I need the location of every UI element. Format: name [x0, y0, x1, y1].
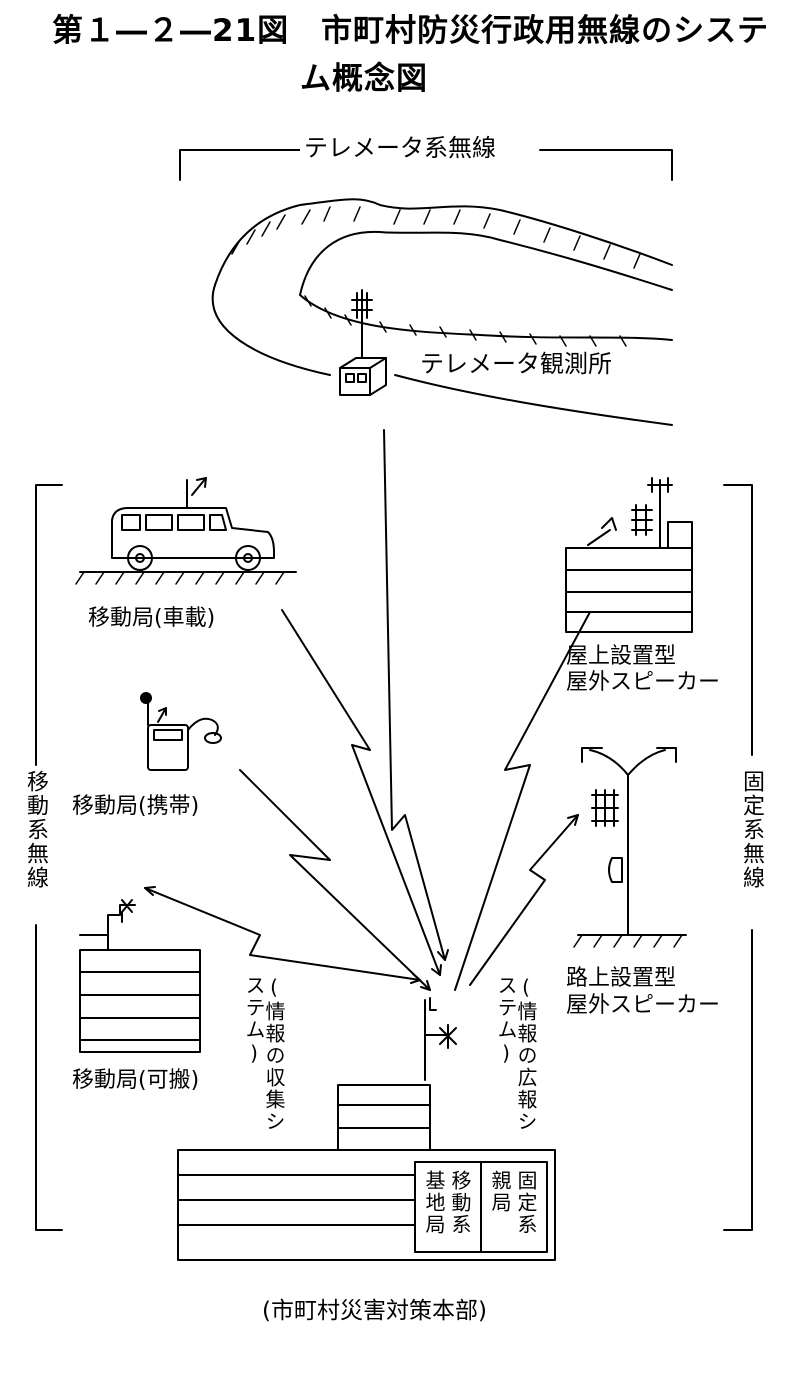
- fixed-system-label: 固定系無線: [739, 770, 764, 890]
- telemeter-station-icon: [339, 289, 387, 396]
- base-mobile-label: 基地局: [422, 1170, 446, 1236]
- street-speaker-label-1: 路上設置型: [566, 966, 677, 991]
- vehicle-icon: [75, 477, 297, 585]
- terrain-outline: [211, 198, 673, 426]
- radio-link-vehicle: [281, 609, 442, 976]
- radio-link-handheld: [239, 769, 431, 991]
- telemeter-bracket: [179, 149, 673, 181]
- vehicle-label: 移動局(車載): [88, 606, 216, 631]
- mobile-bracket: [35, 484, 63, 1231]
- street-speaker-label-2: 屋外スピーカー: [566, 993, 721, 1018]
- portable-label: 移動局(可搬): [72, 1068, 200, 1093]
- broadcast-system-label: (情報の広報システム): [494, 975, 538, 1133]
- rooftop-speaker-label-1: 屋上設置型: [566, 644, 677, 669]
- handheld-radio-icon: [140, 692, 222, 771]
- handheld-label: 移動局(携帯): [72, 794, 200, 819]
- parent-fixed-label: 親局: [488, 1170, 512, 1214]
- hq-tower-building: [337, 1084, 431, 1151]
- hq-main-building: [177, 1149, 556, 1261]
- figure-title-line2: ム概念図: [300, 61, 428, 97]
- rooftop-speaker-label-2: 屋外スピーカー: [566, 670, 721, 695]
- rooftop-speaker-icon: [565, 477, 693, 633]
- telemeter-station-label: テレメータ観測所: [420, 350, 612, 378]
- radio-link-telemeter: [383, 429, 449, 961]
- parent-fixed-label-col2: 固定系: [514, 1170, 538, 1236]
- radio-link-rooftop: [454, 611, 591, 991]
- radio-link-street: [469, 814, 579, 986]
- mobile-system-label: 移動系無線: [23, 770, 48, 890]
- collection-system-label: (情報の収集システム): [242, 975, 286, 1133]
- street-speaker-icon: [573, 747, 687, 948]
- hq-antenna: [424, 997, 457, 1081]
- radio-link-portable: [144, 886, 421, 984]
- portable-station-icon: [79, 899, 201, 1053]
- telemeter-system-label: テレメータ系無線: [300, 136, 500, 160]
- fixed-bracket: [723, 484, 753, 1231]
- base-mobile-label-col2: 移動系: [448, 1170, 472, 1236]
- figure-title-line1: 第１―２―21図 市町村防災行政用無線のシステ: [52, 13, 770, 49]
- hq-label: (市町村災害対策本部): [262, 1298, 487, 1324]
